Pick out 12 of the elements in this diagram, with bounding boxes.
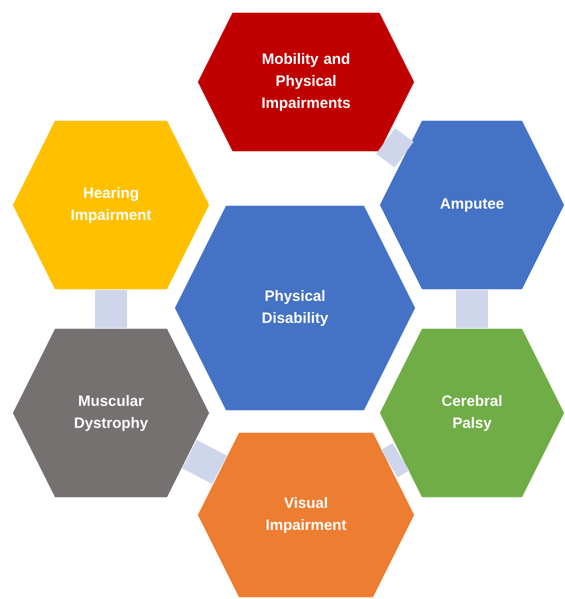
hexagon: Cerebral Palsy — [378, 327, 565, 499]
hexagon: Amputee — [378, 119, 565, 291]
hexagon: Muscular Dystrophy — [11, 327, 211, 499]
hexagon: Physical Disability — [173, 204, 417, 412]
connector-band — [376, 128, 414, 168]
hexagon: Mobility and Physical Impairments — [196, 11, 416, 153]
connector-band — [95, 290, 127, 328]
connector-band — [381, 443, 410, 478]
hexagon: Visual Impairment — [196, 431, 416, 599]
connector-band — [182, 440, 228, 484]
connector-band — [456, 290, 488, 328]
hexagon: Hearing Impairment — [11, 119, 211, 291]
